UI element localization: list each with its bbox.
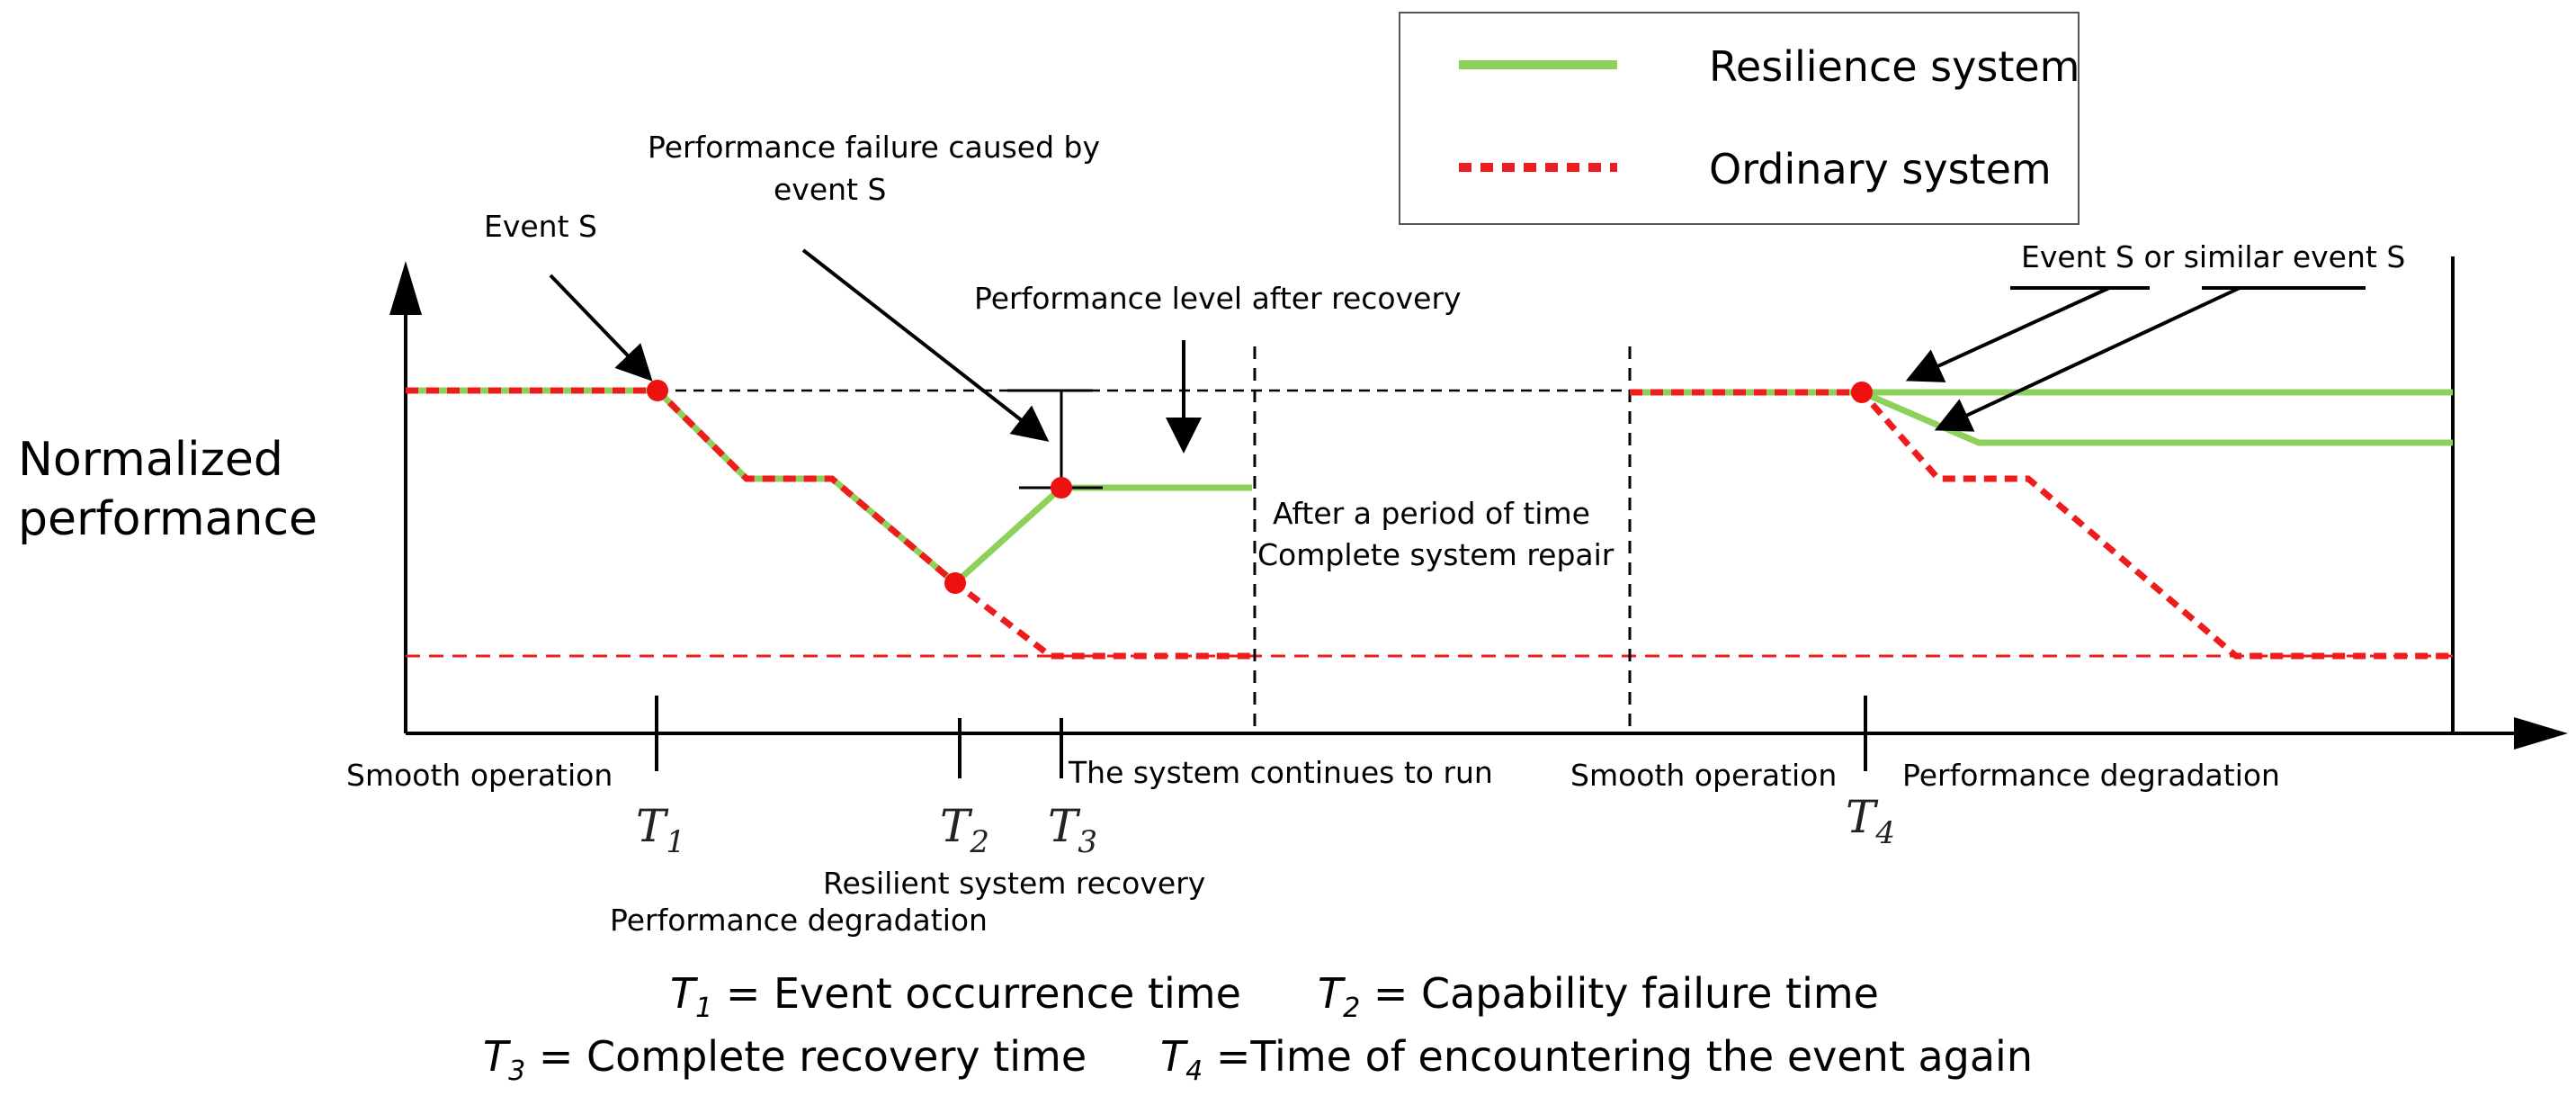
curves-first-event bbox=[406, 387, 1255, 660]
arrow-event-s-similar-2 bbox=[1934, 286, 2241, 432]
annotation-failure-line1: Performance failure caused by bbox=[648, 130, 1100, 165]
definition-t2: T2 = Capability failure time bbox=[1318, 969, 1879, 1024]
ordinary-curve-first bbox=[406, 387, 1255, 660]
resilience-curve-second-b bbox=[1860, 389, 2453, 446]
annotation-event-s-similar: Event S or similar event S bbox=[2021, 239, 2405, 274]
phase-resilient-recovery: Resilient system recovery bbox=[823, 866, 1205, 901]
definition-t3: T3 = Complete recovery time bbox=[483, 1032, 1087, 1087]
phase-performance-degradation-1: Performance degradation bbox=[610, 903, 988, 938]
annotation-repair-line2: Complete system repair bbox=[1257, 537, 1614, 572]
legend-resilience-label: Resilience system bbox=[1709, 42, 2080, 91]
tick-label-t4: T4 bbox=[1846, 791, 1895, 851]
tick-label-t3: T3 bbox=[1048, 800, 1097, 860]
definition-t1: T1 = Event occurrence time bbox=[670, 969, 1241, 1024]
y-axis-label-line2: performance bbox=[18, 492, 318, 546]
marker-failure bbox=[944, 572, 966, 594]
phase-smooth-operation-1: Smooth operation bbox=[346, 758, 613, 793]
annotation-failure-line2: event S bbox=[774, 172, 886, 207]
annotation-level-after-recovery: Performance level after recovery bbox=[974, 281, 1462, 316]
phase-performance-degradation-2: Performance degradation bbox=[1902, 758, 2280, 793]
arrow-failure bbox=[801, 248, 1050, 442]
legend-ordinary-label: Ordinary system bbox=[1709, 145, 2052, 193]
legend-box bbox=[1399, 12, 2080, 225]
y-axis-arrowhead bbox=[389, 261, 422, 315]
tick-label-t1: T1 bbox=[636, 800, 685, 860]
y-axis-label-line1: Normalized bbox=[18, 433, 283, 487]
phase-smooth-operation-2: Smooth operation bbox=[1570, 758, 1837, 793]
annotation-arrows bbox=[549, 248, 2366, 454]
resilience-curve-first bbox=[406, 387, 1252, 588]
marker-recovered bbox=[1051, 477, 1072, 499]
curves-second-event bbox=[1630, 389, 2453, 660]
legend: Resilience system Ordinary system bbox=[1399, 12, 2080, 225]
annotation-repair-line1: After a period of time bbox=[1273, 496, 1590, 531]
marker-event-s-again bbox=[1851, 382, 1873, 403]
annotation-event-s: Event S bbox=[484, 209, 597, 244]
definition-t4: T4 =Time of encountering the event again bbox=[1160, 1032, 2033, 1087]
arrow-event-s-similar-1 bbox=[1905, 286, 2110, 382]
tick-label-t2: T2 bbox=[940, 800, 989, 860]
marker-event-s bbox=[647, 380, 668, 401]
x-axis-arrowhead bbox=[2514, 717, 2568, 750]
axes bbox=[389, 256, 2568, 750]
phase-system-continues: The system continues to run bbox=[1068, 755, 1493, 790]
ordinary-curve-second bbox=[1630, 389, 2453, 660]
arrow-event-s bbox=[549, 274, 653, 382]
recovery-bracket bbox=[1007, 389, 1103, 490]
